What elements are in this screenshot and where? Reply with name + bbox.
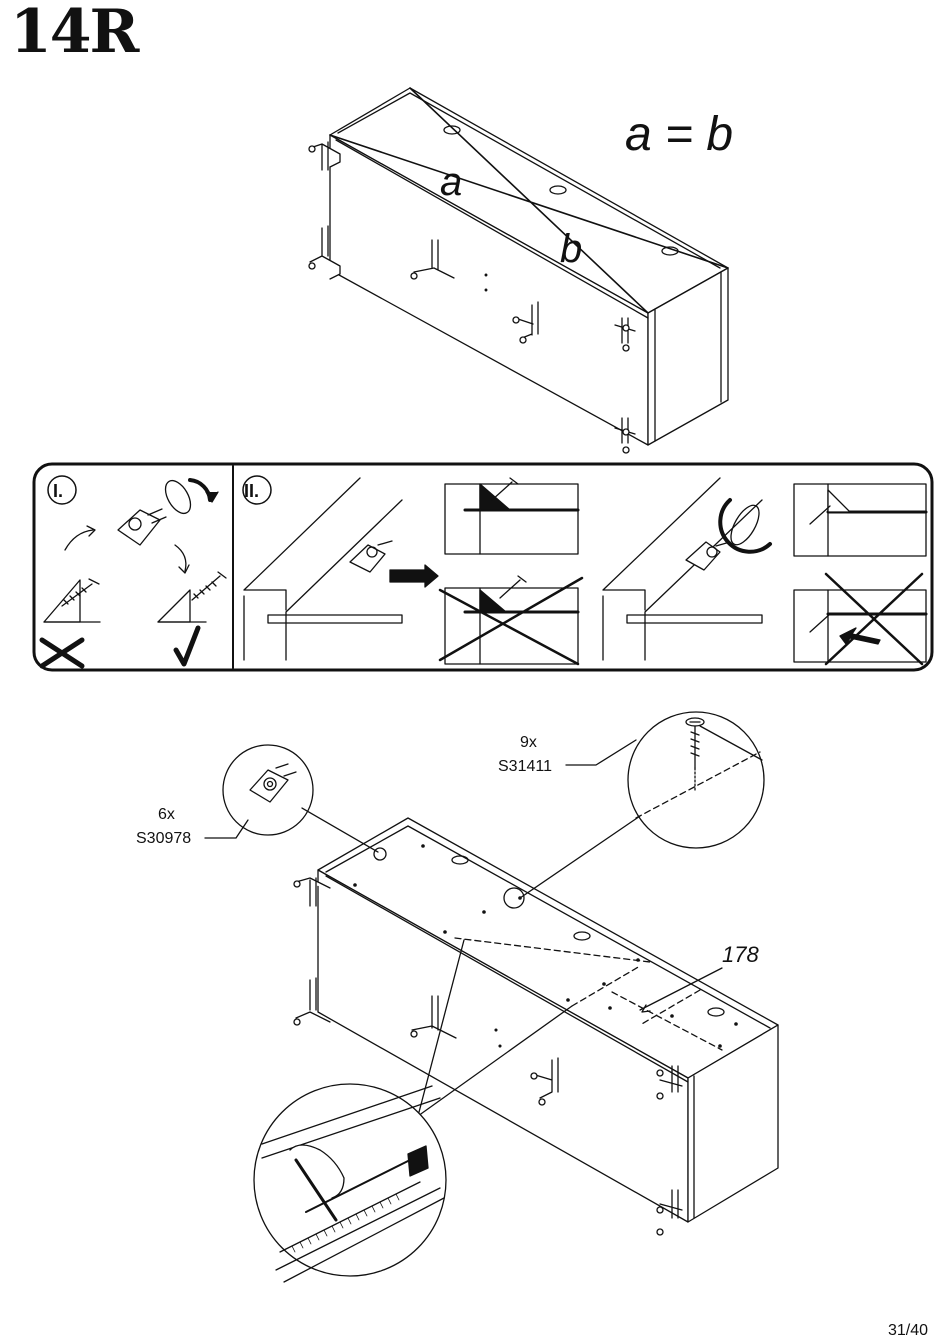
rotate-arrow-icon <box>65 526 95 550</box>
dimension-178: 178 <box>722 942 759 967</box>
page-number: 31/40 <box>888 1322 928 1340</box>
section-2-label: II. <box>244 481 259 501</box>
label-a: a <box>440 160 462 204</box>
corner-detail-1 <box>244 478 438 660</box>
bracket-part-code: S30978 <box>136 830 191 847</box>
wrong-detail-box-2 <box>794 574 926 664</box>
screw-callout <box>504 712 764 908</box>
bracket-screw-icon <box>118 476 218 545</box>
equation-a-equals-b: a = b <box>625 108 733 161</box>
bracket-count: 6x <box>158 806 175 823</box>
wrong-detail-box <box>440 576 582 664</box>
screw-count: 9x <box>520 734 537 751</box>
instruction-panel: I. <box>34 464 932 670</box>
screw-part-code: S31411 <box>498 758 552 775</box>
bracket-callout <box>205 745 378 852</box>
corner-detail-2 <box>603 478 770 660</box>
screw-wrong-angle <box>44 579 100 622</box>
correct-detail-box-2 <box>794 484 926 556</box>
rotate-arrow-icon <box>175 545 189 573</box>
section-1-label: I. <box>53 481 63 501</box>
cross-icon <box>42 640 82 666</box>
screw-correct-angle <box>158 572 226 622</box>
check-icon <box>176 628 198 664</box>
correct-detail-box <box>445 478 578 554</box>
label-b: b <box>560 227 582 271</box>
